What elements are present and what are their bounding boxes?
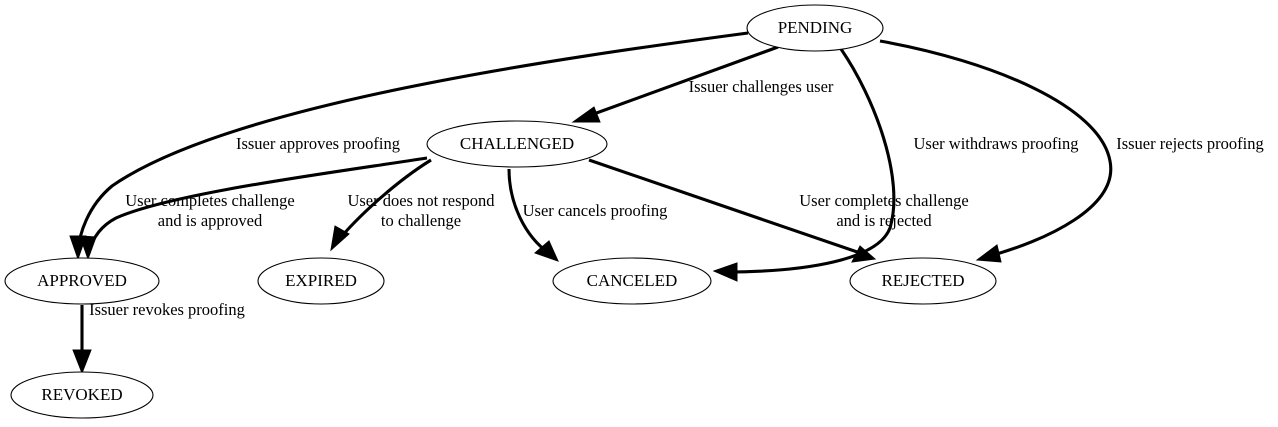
arrowhead-approved-revoked — [72, 349, 92, 375]
node-rejected-label: REJECTED — [881, 271, 964, 290]
node-pending-label: PENDING — [778, 18, 853, 37]
arrowhead-pending-challenged — [571, 106, 601, 123]
node-canceled[interactable]: CANCELED — [552, 257, 712, 305]
node-approved[interactable]: APPROVED — [4, 257, 160, 305]
node-challenged-label: CHALLENGED — [460, 134, 574, 153]
edge-path-pending-rejected — [879, 39, 1113, 259]
node-pending-ellipse[interactable] — [746, 4, 884, 52]
edge-path-pending-challenged — [579, 45, 779, 121]
arrowhead-challenged-approved — [79, 235, 97, 261]
node-approved-ellipse[interactable] — [4, 257, 160, 305]
edge-path-challenged-approved — [87, 156, 428, 253]
edge-label-user-does-not-respond-line2: to challenge — [381, 211, 461, 230]
edge-path-pending-canceled — [723, 48, 896, 274]
node-revoked-label: REVOKED — [41, 385, 122, 404]
arrowhead-pending-canceled — [712, 262, 738, 282]
node-rejected[interactable]: REJECTED — [849, 257, 997, 305]
arrowhead-challenged-rejected — [851, 245, 877, 263]
node-rejected-ellipse[interactable] — [849, 257, 997, 305]
edge-label-user-completes-challenge-rejected-line2: and is rejected — [836, 211, 932, 230]
edge-label-issuer-approves-proofing-text: Issuer approves proofing — [236, 134, 400, 153]
edge-label-user-does-not-respond-line1: User does not respond — [347, 191, 495, 210]
node-challenged-ellipse[interactable] — [426, 120, 608, 168]
edge-label-user-completes-challenge-rejected-line1: User completes challenge — [799, 191, 969, 210]
edge-label-issuer-rejects-proofing: Issuer rejects proofing — [1116, 134, 1264, 153]
edge-label-user-cancels-proofing: User cancels proofing — [523, 201, 668, 220]
edge-challenged-rejected: User completes challenge and is rejected — [588, 158, 969, 263]
edge-challenged-expired: User does not respond to challenge — [330, 158, 495, 252]
arrowhead-challenged-canceled — [534, 240, 559, 262]
edge-label-issuer-challenges-user: Issuer challenges user — [689, 77, 834, 96]
edge-challenged-canceled: User cancels proofing — [507, 168, 668, 262]
edge-label-user-completes-challenge-approved-line1: User completes challenge — [125, 191, 295, 210]
node-canceled-label: CANCELED — [587, 271, 678, 290]
node-expired-label: EXPIRED — [285, 271, 357, 290]
edge-label-user-withdraws-proofing: User withdraws proofing — [914, 134, 1079, 153]
edges-layer: Issuer challenges user User withdraws pr… — [69, 31, 1264, 375]
node-pending[interactable]: PENDING — [746, 4, 884, 52]
node-challenged[interactable]: CHALLENGED — [426, 120, 608, 168]
edge-label-user-completes-challenge-approved-line2: and is approved — [158, 211, 263, 230]
node-canceled-ellipse[interactable] — [552, 257, 712, 305]
node-expired-ellipse[interactable] — [257, 257, 385, 305]
node-expired[interactable]: EXPIRED — [257, 257, 385, 305]
nodes-layer: PENDING CHALLENGED APPROVED EXPIRED CANC… — [4, 4, 997, 419]
edge-pending-challenged: Issuer challenges user — [571, 45, 834, 123]
arrowhead-challenged-expired — [330, 225, 350, 252]
node-revoked-ellipse[interactable] — [10, 371, 154, 419]
arrowhead-pending-rejected — [975, 244, 1002, 263]
edge-pending-canceled: User withdraws proofing — [712, 48, 1079, 282]
edge-label-issuer-revokes-proofing: Issuer revokes proofing — [89, 300, 245, 319]
edge-challenged-approved: User completes challenge and is approved — [79, 156, 428, 261]
edge-path-challenged-rejected — [588, 158, 867, 257]
node-approved-label: APPROVED — [37, 271, 127, 290]
edge-path-pending-approved — [76, 31, 749, 253]
edge-pending-rejected: Issuer rejects proofing — [879, 39, 1264, 263]
node-revoked[interactable]: REVOKED — [10, 371, 154, 419]
edge-approved-revoked: Issuer revokes proofing — [72, 300, 245, 375]
